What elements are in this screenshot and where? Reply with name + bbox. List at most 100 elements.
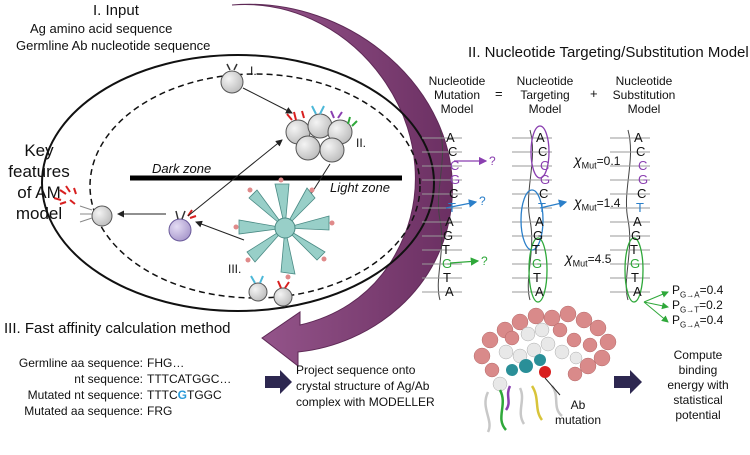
p-symbol-1: P: [672, 283, 681, 297]
dna-strand-substitution: [610, 129, 669, 323]
compute-line-2: binding: [678, 363, 718, 377]
strand-letter: G: [442, 256, 453, 271]
seq-value-germline-aa: FHG…: [147, 355, 231, 371]
strand-letter: T: [630, 242, 638, 257]
chi-value-3: χMut=4.5: [565, 250, 611, 268]
follicular-dendritic-cell-icon: [233, 177, 335, 280]
section-model-title: II. Nucleotide Targeting/Substitution Mo…: [468, 44, 749, 61]
key-line-4: model: [15, 204, 63, 223]
dark-zone-label: Dark zone: [152, 161, 212, 176]
seq-label-germline-aa: Germline aa sequence:: [18, 356, 143, 370]
seq-labels: Germline aa sequence: nt sequence: Mutat…: [0, 355, 143, 419]
strand-letter: A: [633, 284, 642, 299]
input-line-ag: Ag amino acid sequence: [30, 21, 173, 36]
header-1-line-2: Mutation: [433, 88, 481, 102]
strand-letter: C: [636, 144, 646, 159]
seq-value-2-mutation: G: [177, 388, 187, 402]
seq-value-3: FRG: [147, 404, 173, 418]
input-line-ab: Germline Ab nucleotide sequence: [16, 38, 211, 53]
germinal-center-ellipse: [41, 54, 435, 312]
mutation-arrow-blue: [445, 199, 478, 209]
chi-sub-2: Mut: [581, 202, 597, 213]
dark-zone-cluster-icon: [285, 105, 358, 163]
chi-val-3: =4.5: [587, 252, 612, 266]
mutation-mark-purple: ?: [489, 154, 496, 168]
strand-letter: G: [532, 256, 543, 271]
header-targeting-model: Nucleotide Targeting Model: [508, 74, 582, 116]
header-mutation-model: Nucleotide Mutation Model: [420, 74, 494, 116]
chi-symbol-2: χ: [574, 194, 582, 210]
strand-letter: T: [532, 242, 540, 257]
strand-letter: A: [634, 130, 643, 145]
naive-b-cell-icon: [220, 63, 244, 94]
header-2-line-1: Nucleotide: [516, 74, 574, 88]
chi-symbol-1: χ: [574, 152, 582, 168]
strand-letter: G: [631, 228, 642, 243]
seq-value-nt: TTTCATGGC…: [147, 371, 231, 387]
project-line-1: Project sequence onto: [296, 363, 416, 377]
section-input-title: I. Input: [93, 2, 139, 19]
seq-value-2-pre: TTTC: [147, 388, 178, 402]
chi-symbol-3: χ: [565, 250, 573, 266]
arrow-recycle: [187, 139, 283, 217]
strand-letter: G: [630, 256, 641, 271]
seq-values: FHG… TTTCATGGC… TTTCGTGGC FRG: [147, 355, 231, 419]
substitution-prob-3: PG→A=0.4: [672, 313, 723, 329]
header-1-line-1: Nucleotide: [428, 74, 486, 88]
seq-label-nt: nt sequence:: [74, 372, 143, 386]
header-2-line-2: Targeting: [520, 88, 570, 102]
strand-letter: T: [538, 200, 546, 215]
strand-letter: C: [540, 158, 550, 173]
compute-text: Compute binding energy with statistical …: [650, 348, 746, 423]
strand-letter: T: [636, 200, 644, 215]
header-1-line-3: Model: [440, 102, 474, 116]
substitution-prob-2: PG→T=0.2: [672, 298, 723, 314]
strand-letter: A: [535, 214, 544, 229]
p-symbol-2: P: [672, 298, 681, 312]
key-features-label: Key features of AM model: [2, 140, 76, 224]
ab-mutation-line-1: Ab: [570, 398, 586, 412]
header-3-line-3: Model: [627, 102, 661, 116]
stage-iii-label: III.: [228, 262, 242, 276]
light-zone-b-cells-icon: [248, 275, 293, 307]
selected-b-cell-icon: [168, 209, 197, 242]
navy-arrow-1: [265, 370, 292, 394]
strand-letter: C: [638, 158, 648, 173]
header-substitution-model: Nucleotide Substitution Model: [604, 74, 684, 116]
strand-letter: C: [448, 144, 458, 159]
p-val-2: =0.2: [699, 298, 723, 312]
compute-line-5: potential: [675, 408, 721, 422]
chi-sub-3: Mut: [572, 258, 588, 269]
header-2-line-3: Model: [528, 102, 562, 116]
strand-letter: C: [449, 186, 459, 201]
project-line-2: crystal structure of Ag/Ab: [296, 379, 430, 393]
strand-letter: C: [450, 158, 460, 173]
chi-sub-1: Mut: [581, 160, 597, 171]
compute-line-3: energy with: [667, 378, 729, 392]
mutation-mark-blue: ?: [479, 194, 486, 208]
strand-letter: G: [450, 172, 461, 187]
seq-label-mutated-nt: Mutated nt sequence:: [27, 388, 143, 402]
strand-letter: T: [533, 270, 541, 285]
key-line-2: features: [8, 162, 70, 181]
mutation-mark-green: ?: [481, 254, 488, 268]
p-sub-2: G→T: [680, 305, 700, 315]
strand-letter: A: [536, 130, 545, 145]
strand-letter: C: [538, 144, 548, 159]
compute-line-1: Compute: [673, 348, 723, 362]
strand-letter: A: [445, 284, 454, 299]
inner-dashed-ellipse: [89, 73, 421, 299]
strand-letter: T: [631, 270, 639, 285]
strand-letter: C: [637, 186, 647, 201]
header-3-line-2: Substitution: [612, 88, 676, 102]
compute-line-4: statistical: [673, 393, 723, 407]
strand-letter: A: [535, 284, 544, 299]
substitution-prob-1: PG→A=0.4: [672, 283, 723, 299]
navy-arrow-2: [614, 370, 642, 394]
project-text: Project sequence onto crystal structure …: [296, 362, 435, 410]
dna-strand-mutation: [422, 129, 462, 301]
dna-strand-targeting: [512, 125, 552, 303]
strand-letter: G: [533, 228, 544, 243]
seq-label-mutated-aa: Mutated aa sequence:: [24, 404, 143, 418]
